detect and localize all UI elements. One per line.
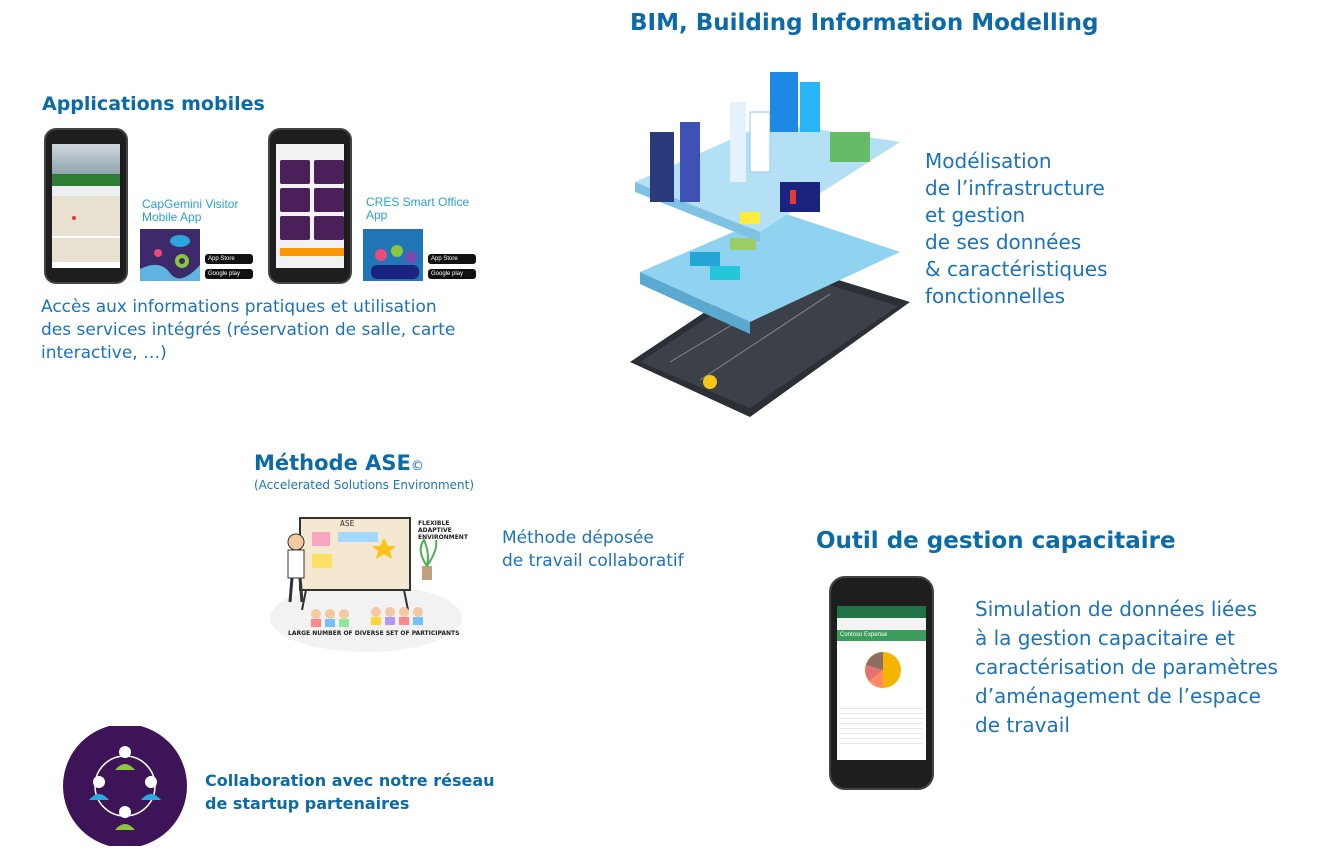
ase-title: Méthode ASE© bbox=[254, 451, 424, 475]
ase-description: Méthode déposée de travail collaboratif bbox=[502, 528, 684, 571]
google-play-badge-2[interactable]: Google play bbox=[428, 269, 476, 279]
app-store-badge-2[interactable]: App Store bbox=[428, 254, 476, 264]
capacity-phone: Contoso Expense bbox=[829, 576, 934, 790]
visitor-app-phone bbox=[44, 128, 128, 284]
mobile-apps-title: Applications mobiles bbox=[42, 93, 265, 115]
mobile-apps-description: Accès aux informations pratiques et util… bbox=[41, 297, 456, 363]
ase-title-text: Méthode ASE bbox=[254, 451, 411, 475]
visitor-app-name: CapGemini Visitor Mobile App bbox=[142, 197, 239, 224]
app-store-badge-1[interactable]: App Store bbox=[205, 254, 253, 264]
ase-board-label: ASE bbox=[340, 519, 355, 528]
visitor-app-icon[interactable] bbox=[140, 229, 200, 281]
ase-subtitle: (Accelerated Solutions Environment) bbox=[254, 478, 475, 492]
ase-participants-label: LARGE NUMBER OF DIVERSE SET OF PARTICIPA… bbox=[288, 630, 460, 637]
bim-illustration bbox=[630, 62, 910, 422]
google-play-badge-1[interactable]: Google play bbox=[205, 269, 253, 279]
capacity-screen: Contoso Expense bbox=[837, 606, 926, 760]
sheet-header: Contoso Expense bbox=[837, 630, 926, 641]
smart-office-screen bbox=[276, 144, 344, 268]
startup-network-icon bbox=[62, 724, 188, 848]
ase-copyright: © bbox=[410, 459, 424, 474]
bim-title: BIM, Building Information Modelling bbox=[630, 10, 1099, 36]
smart-office-app-name: CRES Smart Office App bbox=[366, 195, 470, 222]
capacity-description: Simulation de données liées à la gestion… bbox=[975, 597, 1278, 737]
capacity-title: Outil de gestion capacitaire bbox=[816, 528, 1176, 554]
ase-flexible-label: FLEXIBLE ADAPTIVE ENVIRONMENT bbox=[418, 520, 468, 541]
startup-description: Collaboration avec notre réseau de start… bbox=[205, 771, 495, 813]
smart-office-phone bbox=[268, 128, 352, 284]
ase-illustration: ASE FLEXIBLE ADAPTIVE ENVIRONMENT LARGE … bbox=[266, 510, 468, 656]
smart-office-app-icon[interactable] bbox=[363, 229, 423, 281]
visitor-app-screen bbox=[52, 144, 120, 268]
bim-description: Modélisation de l’infrastructure et gest… bbox=[925, 149, 1108, 308]
sheet-pie-chart bbox=[865, 652, 901, 688]
